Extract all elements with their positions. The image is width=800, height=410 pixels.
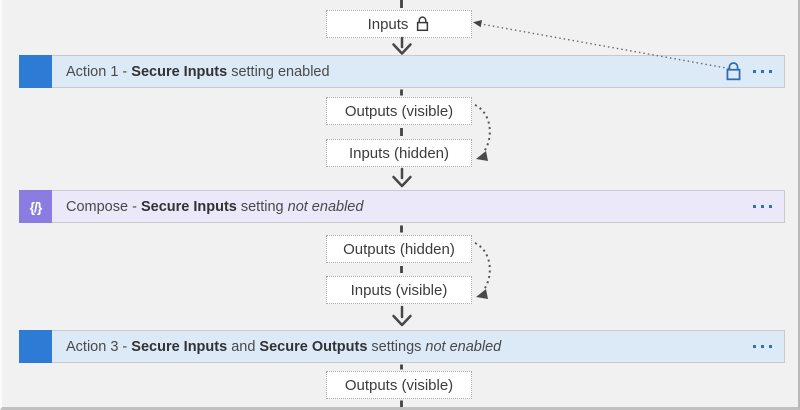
title-segment-bold: Secure Outputs [259,338,368,355]
secure-lock-icon [726,62,740,81]
inputs-hidden-node: Inputs (hidden) [326,139,472,167]
outputs-hidden-node: Outputs (hidden) [326,235,472,263]
title-segment: setting [236,198,288,215]
action-1-title: Action 1 - Secure Inputs setting enabled [66,64,330,80]
inputs-node-label: Inputs [367,15,409,33]
action-1-icon [19,55,52,88]
action-3-icon [19,330,52,363]
outputs-visible-node-1: Outputs (visible) [326,97,472,125]
title-segment-italic: not enabled [287,198,364,215]
action-card-action-3[interactable]: Action 3 - Secure Inputs and Secure Outp… [19,330,785,363]
more-options-icon[interactable] [752,344,772,349]
lock-icon [417,16,429,32]
more-options-icon[interactable] [752,204,772,209]
title-segment-bold: Secure Inputs [131,338,228,355]
title-segment-bold: Secure Inputs [131,63,228,80]
title-segment-bold: Secure Inputs [140,198,237,215]
compose-controls [752,204,772,209]
outputs-visible-node-2: Outputs (visible) [326,371,472,399]
title-segment: Action 1 - [66,63,132,80]
action-3-title: Action 3 - Secure Inputs and Secure Outp… [66,339,501,355]
action-1-controls [724,61,772,82]
title-segment: setting enabled [227,63,330,80]
show-transition-arrow-2 [474,242,491,299]
compose-title: Compose - Secure Inputs setting not enab… [66,199,363,215]
title-segment: Action 3 - [66,338,132,355]
inputs-node-top: Inputs [326,10,472,38]
more-options-icon[interactable] [752,69,772,74]
title-segment: Compose - [66,198,141,215]
title-segment-italic: not enabled [425,338,502,355]
inputs-visible-node: Inputs (visible) [326,276,472,304]
compose-glyph: {/} [29,198,43,215]
action-3-controls [752,344,772,349]
title-segment: settings [367,338,426,355]
compose-icon: {/} [19,190,52,223]
action-card-compose[interactable]: {/} Compose - Secure Inputs setting not … [19,190,785,223]
title-segment: and [227,338,260,355]
hide-transition-arrow-1 [474,104,491,161]
action-card-action-1[interactable]: Action 1 - Secure Inputs setting enabled [19,55,785,88]
